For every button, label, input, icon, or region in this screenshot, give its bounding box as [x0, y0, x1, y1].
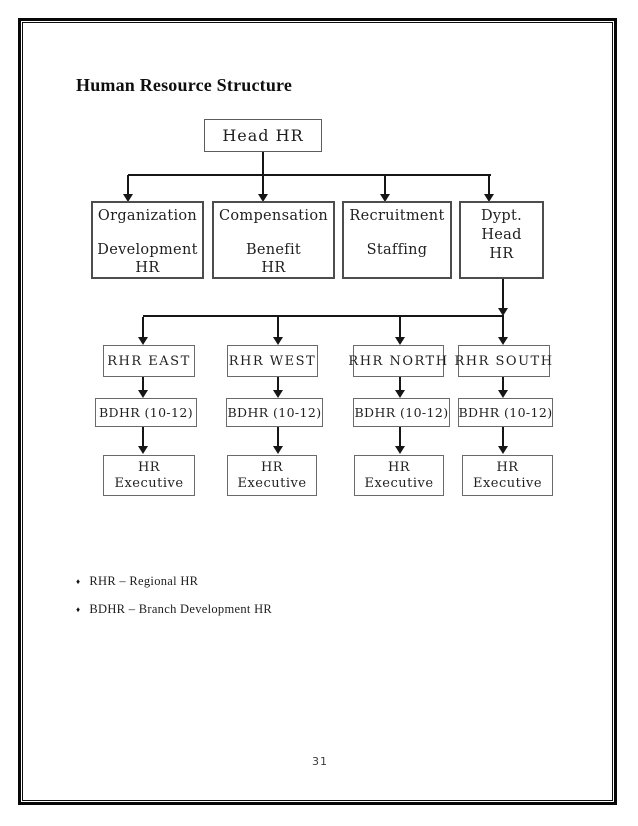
node-label-line: Executive: [364, 475, 434, 491]
connector-drop: [399, 317, 401, 338]
node-dypt-head-hr: Dypt. Head HR: [459, 201, 544, 279]
connector-drop: [502, 377, 504, 391]
node-label-line: Executive: [114, 475, 184, 491]
node-label-line: Executive: [472, 475, 543, 491]
arrowhead-icon: [273, 337, 283, 345]
node-label-line: Recruitment: [349, 208, 445, 224]
connector-drop: [502, 317, 504, 338]
node-label-line: HR: [489, 246, 514, 262]
arrowhead-icon: [123, 194, 133, 202]
node-hr-executive-north: HR Executive: [354, 455, 444, 496]
node-label-line: Benefit: [245, 242, 302, 258]
connector-drop: [384, 175, 386, 194]
note-bdhr: ♦ BDHR – Branch Development HR: [76, 602, 272, 617]
connector-drop: [127, 175, 129, 194]
node-rhr-north: RHR NORTH: [348, 345, 447, 377]
arrowhead-icon: [498, 337, 508, 345]
arrowhead-icon: [498, 308, 508, 316]
node-label-line: HR: [135, 260, 160, 276]
connector-drop: [142, 427, 144, 447]
node-label-line: Executive: [237, 475, 307, 491]
arrowhead-icon: [273, 390, 283, 398]
connector-drop: [488, 175, 490, 194]
node-bdhr-west: BDHR (10-12): [226, 398, 323, 427]
node-rhr-east: RHR EAST: [103, 345, 195, 377]
diamond-bullet-icon: ♦: [76, 577, 81, 586]
node-organization-development-hr: Organization Development HR: [91, 201, 204, 279]
node-label-line: Staffing: [366, 242, 428, 258]
node-label-line: HR: [261, 260, 286, 276]
node-hr-executive-west: HR Executive: [227, 455, 317, 496]
arrowhead-icon: [138, 446, 148, 454]
node-compensation-benefit-hr: Compensation Benefit HR: [212, 201, 335, 279]
node-label-line: Organization: [97, 208, 198, 224]
node-bdhr-south: BDHR (10-12): [458, 398, 553, 427]
node-label: Head HR: [222, 126, 304, 145]
abbreviation-notes: ♦ RHR – Regional HR ♦ BDHR – Branch Deve…: [76, 574, 272, 630]
node-rhr-south: RHR SOUTH: [454, 345, 552, 377]
node-label: BDHR (10-12): [354, 405, 449, 420]
connector-drop: [277, 427, 279, 447]
page-border-inner-line: [22, 22, 613, 801]
arrowhead-icon: [498, 446, 508, 454]
arrowhead-icon: [498, 390, 508, 398]
node-label-line: HR: [137, 459, 161, 475]
node-label: RHR EAST: [107, 353, 191, 369]
connector-level2-rail: [128, 174, 491, 176]
node-bdhr-east: BDHR (10-12): [95, 398, 197, 427]
diamond-bullet-icon: ♦: [76, 605, 81, 614]
node-label-line: Head: [481, 227, 522, 243]
node-label-line: HR: [496, 459, 519, 475]
arrowhead-icon: [258, 194, 268, 202]
connector-drop: [399, 377, 401, 391]
note-text: BDHR – Branch Development HR: [89, 602, 273, 616]
node-bdhr-north: BDHR (10-12): [353, 398, 450, 427]
node-label-line: HR: [260, 459, 284, 475]
connector-drop: [142, 317, 144, 338]
node-recruitment-staffing: Recruitment Staffing: [342, 201, 452, 279]
node-label-line: Development: [97, 242, 198, 258]
node-rhr-west: RHR WEST: [227, 345, 318, 377]
node-label: BDHR (10-12): [458, 405, 553, 420]
page-title: Human Resource Structure: [76, 75, 293, 95]
page-number: 31: [312, 755, 328, 768]
connector-drop: [142, 377, 144, 391]
node-label: RHR WEST: [228, 353, 317, 369]
node-label: RHR NORTH: [348, 353, 449, 369]
note-text: RHR – Regional HR: [89, 574, 199, 588]
node-hr-executive-east: HR Executive: [103, 455, 195, 496]
node-label: BDHR (10-12): [227, 405, 322, 420]
connector-drop: [399, 427, 401, 447]
connector-drop: [502, 427, 504, 447]
arrowhead-icon: [395, 337, 405, 345]
node-hr-executive-south: HR Executive: [462, 455, 553, 496]
connector-drop: [277, 317, 279, 338]
note-rhr: ♦ RHR – Regional HR: [76, 574, 272, 589]
arrowhead-icon: [380, 194, 390, 202]
node-label-line: HR: [387, 459, 411, 475]
arrowhead-icon: [395, 446, 405, 454]
connector-drop: [277, 377, 279, 391]
arrowhead-icon: [273, 446, 283, 454]
connector-root-stem: [262, 152, 264, 175]
arrowhead-icon: [138, 390, 148, 398]
node-head-hr: Head HR: [204, 119, 322, 152]
node-label: RHR SOUTH: [454, 353, 554, 369]
connector-drop: [262, 175, 264, 194]
arrowhead-icon: [138, 337, 148, 345]
arrowhead-icon: [484, 194, 494, 202]
connector-level3-rail: [143, 315, 504, 317]
node-label-line: Compensation: [219, 208, 328, 224]
connector-dypt-stem: [502, 279, 504, 309]
arrowhead-icon: [395, 390, 405, 398]
node-label-line: Dypt.: [480, 208, 523, 224]
node-label: BDHR (10-12): [98, 405, 194, 420]
